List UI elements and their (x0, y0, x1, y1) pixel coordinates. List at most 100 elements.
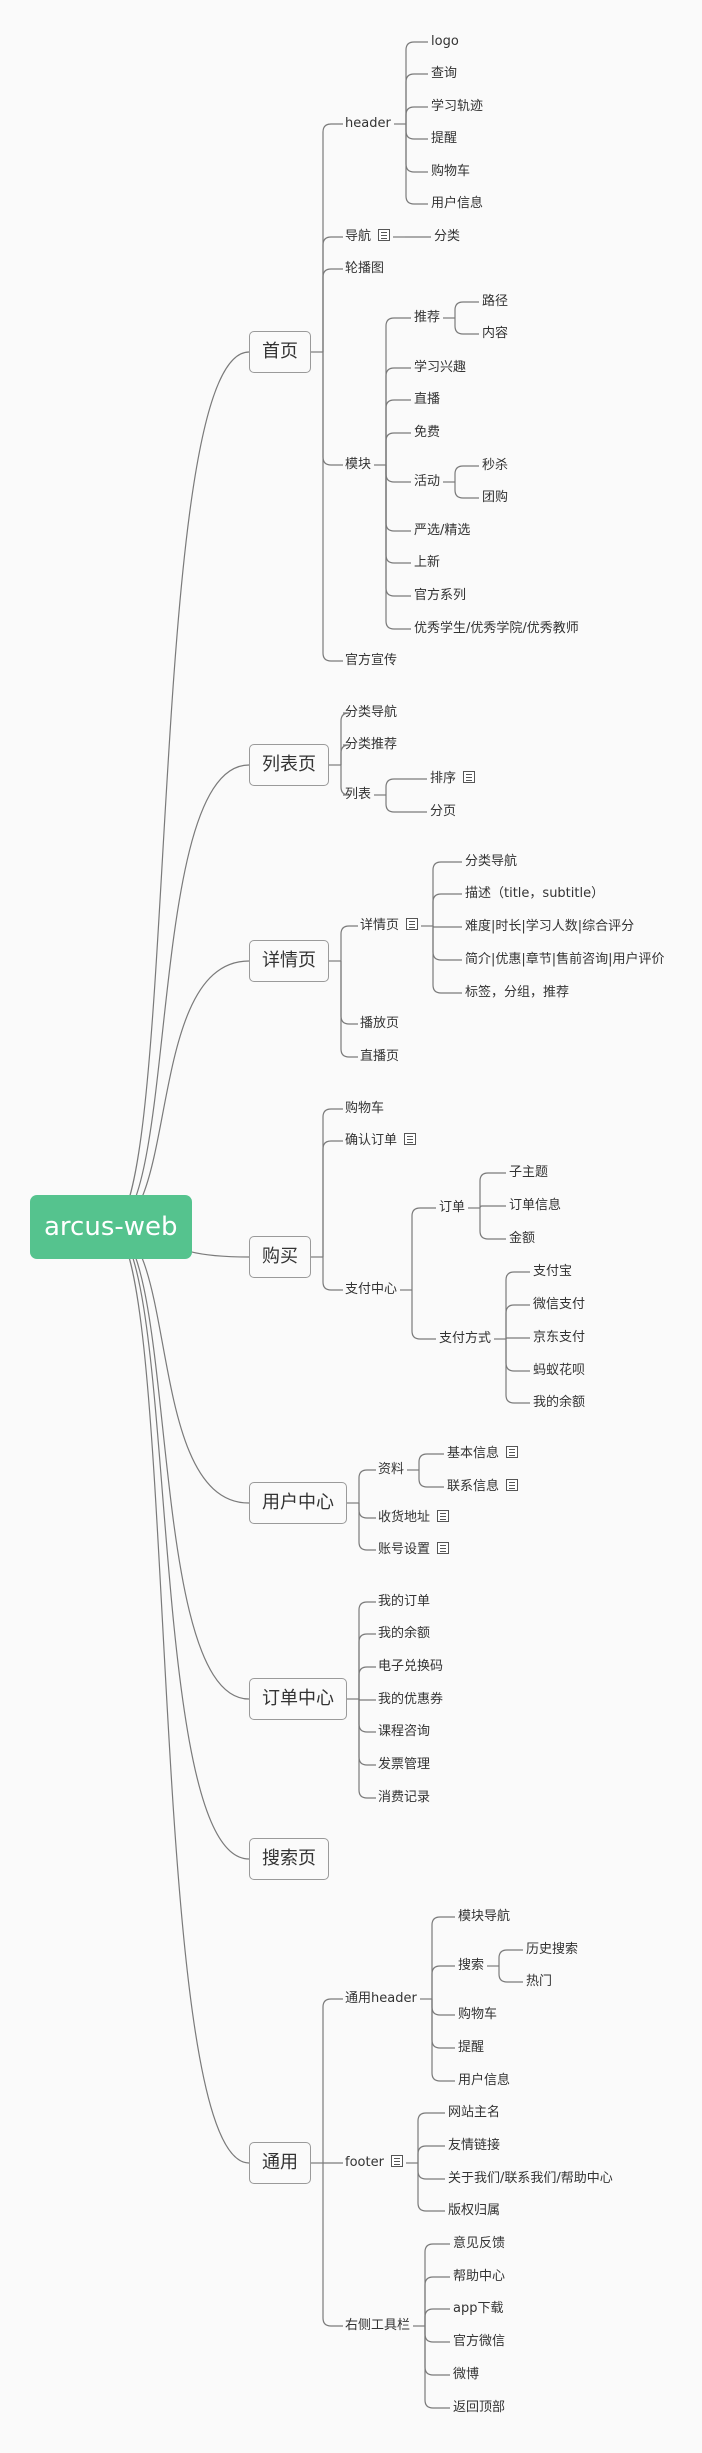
node-7-2-0[interactable]: 意见反馈 (453, 2235, 505, 2253)
node-3-2[interactable]: 支付中心 (345, 1281, 397, 1299)
node-2-0-4[interactable]: 标签，分组，推荐 (465, 984, 569, 1002)
node-0-0-4[interactable]: 购物车 (431, 163, 470, 181)
node-3-2-0-2[interactable]: 金额 (509, 1230, 535, 1248)
node-2-0-0[interactable]: 分类导航 (465, 853, 517, 871)
node-0-2[interactable]: 轮播图 (345, 260, 384, 278)
node-7-2[interactable]: 右侧工具栏 (345, 2317, 410, 2335)
node-3-2-1-3[interactable]: 蚂蚁花呗 (533, 1362, 585, 1380)
node-7-0-1-1[interactable]: 热门 (526, 1973, 552, 1991)
node-7-0-0[interactable]: 模块导航 (458, 1908, 510, 1926)
node-5-5[interactable]: 发票管理 (378, 1756, 430, 1774)
node-7-1-2[interactable]: 关于我们/联系我们/帮助中心 (448, 2170, 613, 2188)
node-0-0-3[interactable]: 提醒 (431, 130, 457, 148)
node-1-0[interactable]: 分类导航 (345, 704, 397, 722)
node-2-0-1[interactable]: 描述（title，subtitle） (465, 885, 604, 903)
node-7-2-2[interactable]: app下载 (453, 2300, 503, 2318)
node-7-0-1[interactable]: 搜索 (458, 1957, 484, 1975)
root-node[interactable]: arcus-web (30, 1195, 192, 1259)
node-0-0[interactable]: header (345, 115, 391, 133)
node-0-4[interactable]: 官方宣传 (345, 652, 397, 670)
section-5[interactable]: 用户中心 (249, 1482, 347, 1524)
node-5-0[interactable]: 我的订单 (378, 1593, 430, 1611)
node-0-0-5[interactable]: 用户信息 (431, 195, 483, 213)
node-3-2-0-0-label: 子主题 (509, 1165, 549, 1180)
node-7-1-1[interactable]: 友情链接 (448, 2137, 500, 2155)
node-5-1[interactable]: 我的余额 (378, 1625, 430, 1643)
node-0-1-0[interactable]: 分类 (434, 228, 460, 246)
note-icon (506, 1446, 519, 1458)
node-0-0-label: header (345, 116, 391, 131)
node-1-2-0[interactable]: 排序 (430, 770, 476, 788)
node-4-0-1[interactable]: 联系信息 (447, 1478, 519, 1496)
node-5-6[interactable]: 消费记录 (378, 1789, 430, 1807)
node-3-2-0-0[interactable]: 子主题 (509, 1164, 548, 1182)
node-0-3-7[interactable]: 官方系列 (414, 587, 466, 605)
node-2-0-3[interactable]: 简介|优惠|章节|售前咨询|用户评价 (465, 951, 665, 969)
node-7-0-1-0[interactable]: 历史搜索 (526, 1941, 578, 1959)
node-0-3-0-0[interactable]: 路径 (482, 293, 508, 311)
node-0-3-1[interactable]: 学习兴趣 (414, 359, 466, 377)
note-icon (390, 2155, 403, 2167)
node-4-2[interactable]: 账号设置 (378, 1541, 450, 1559)
section-8[interactable]: 通用 (249, 2142, 311, 2184)
node-7-0[interactable]: 通用header (345, 1990, 417, 2008)
node-0-3[interactable]: 模块 (345, 456, 371, 474)
section-3[interactable]: 详情页 (249, 940, 329, 982)
node-4-1[interactable]: 收货地址 (378, 1509, 450, 1527)
node-1-1[interactable]: 分类推荐 (345, 736, 397, 754)
node-3-2-1-0[interactable]: 支付宝 (533, 1263, 572, 1281)
node-2-2[interactable]: 直播页 (360, 1048, 399, 1066)
node-2-0[interactable]: 详情页 (360, 917, 419, 935)
section-2[interactable]: 列表页 (249, 744, 329, 786)
node-0-3-6[interactable]: 上新 (414, 554, 440, 572)
node-2-1[interactable]: 播放页 (360, 1015, 399, 1033)
node-3-2-branches (400, 1207, 436, 1340)
node-5-3[interactable]: 我的优惠券 (378, 1691, 443, 1709)
node-1-2-1[interactable]: 分页 (430, 803, 456, 821)
node-7-2-2-label: app下载 (453, 2301, 504, 2316)
node-0-0-0[interactable]: logo (431, 33, 459, 51)
node-3-2-1-1[interactable]: 微信支付 (533, 1296, 585, 1314)
node-2-0-2[interactable]: 难度|时长|学习人数|综合评分 (465, 918, 634, 936)
node-7-1[interactable]: footer (345, 2154, 403, 2172)
node-7-2-1[interactable]: 帮助中心 (453, 2268, 505, 2286)
node-3-2-1[interactable]: 支付方式 (439, 1330, 491, 1348)
node-7-2-4[interactable]: 微博 (453, 2366, 479, 2384)
node-0-0-1[interactable]: 查询 (431, 65, 457, 83)
node-4-0-0[interactable]: 基本信息 (447, 1445, 519, 1463)
node-0-3-2[interactable]: 直播 (414, 391, 440, 409)
node-3-2-1-4[interactable]: 我的余额 (533, 1394, 585, 1412)
node-7-2-5[interactable]: 返回顶部 (453, 2399, 505, 2417)
node-0-3-4-0[interactable]: 秒杀 (482, 457, 508, 475)
node-7-1-3[interactable]: 版权归属 (448, 2202, 500, 2220)
node-3-2-0-1[interactable]: 订单信息 (509, 1197, 561, 1215)
node-0-3-4-1[interactable]: 团购 (482, 489, 508, 507)
node-7-2-3[interactable]: 官方微信 (453, 2333, 505, 2351)
section-4[interactable]: 购买 (249, 1236, 311, 1278)
node-7-0-3[interactable]: 提醒 (458, 2039, 484, 2057)
section-1[interactable]: 首页 (249, 331, 311, 373)
node-0-3-0-1[interactable]: 内容 (482, 325, 508, 343)
node-7-0-label: 通用header (345, 1991, 417, 2006)
node-7-0-2[interactable]: 购物车 (458, 2006, 497, 2024)
node-3-1[interactable]: 确认订单 (345, 1132, 417, 1150)
node-7-0-4[interactable]: 用户信息 (458, 2072, 510, 2090)
node-0-3-3[interactable]: 免费 (414, 424, 440, 442)
node-3-2-1-2[interactable]: 京东支付 (533, 1329, 585, 1347)
section-6[interactable]: 订单中心 (249, 1678, 347, 1720)
node-0-1[interactable]: 导航 (345, 228, 391, 246)
node-0-3-0[interactable]: 推荐 (414, 309, 440, 327)
node-3-0[interactable]: 购物车 (345, 1100, 384, 1118)
node-7-1-0[interactable]: 网站主名 (448, 2104, 500, 2122)
node-5-2[interactable]: 电子兑换码 (378, 1658, 443, 1676)
section-7[interactable]: 搜索页 (249, 1838, 329, 1880)
node-1-2[interactable]: 列表 (345, 786, 371, 804)
node-3-2-0[interactable]: 订单 (439, 1199, 465, 1217)
node-0-3-4[interactable]: 活动 (414, 473, 440, 491)
node-4-0[interactable]: 资料 (378, 1461, 404, 1479)
node-0-3-8[interactable]: 优秀学生/优秀学院/优秀教师 (414, 620, 579, 638)
node-5-4[interactable]: 课程咨询 (378, 1723, 430, 1741)
node-3-2-1-0-label: 支付宝 (533, 1264, 573, 1279)
node-0-0-2[interactable]: 学习轨迹 (431, 98, 483, 116)
node-0-3-5[interactable]: 严选/精选 (414, 522, 470, 540)
